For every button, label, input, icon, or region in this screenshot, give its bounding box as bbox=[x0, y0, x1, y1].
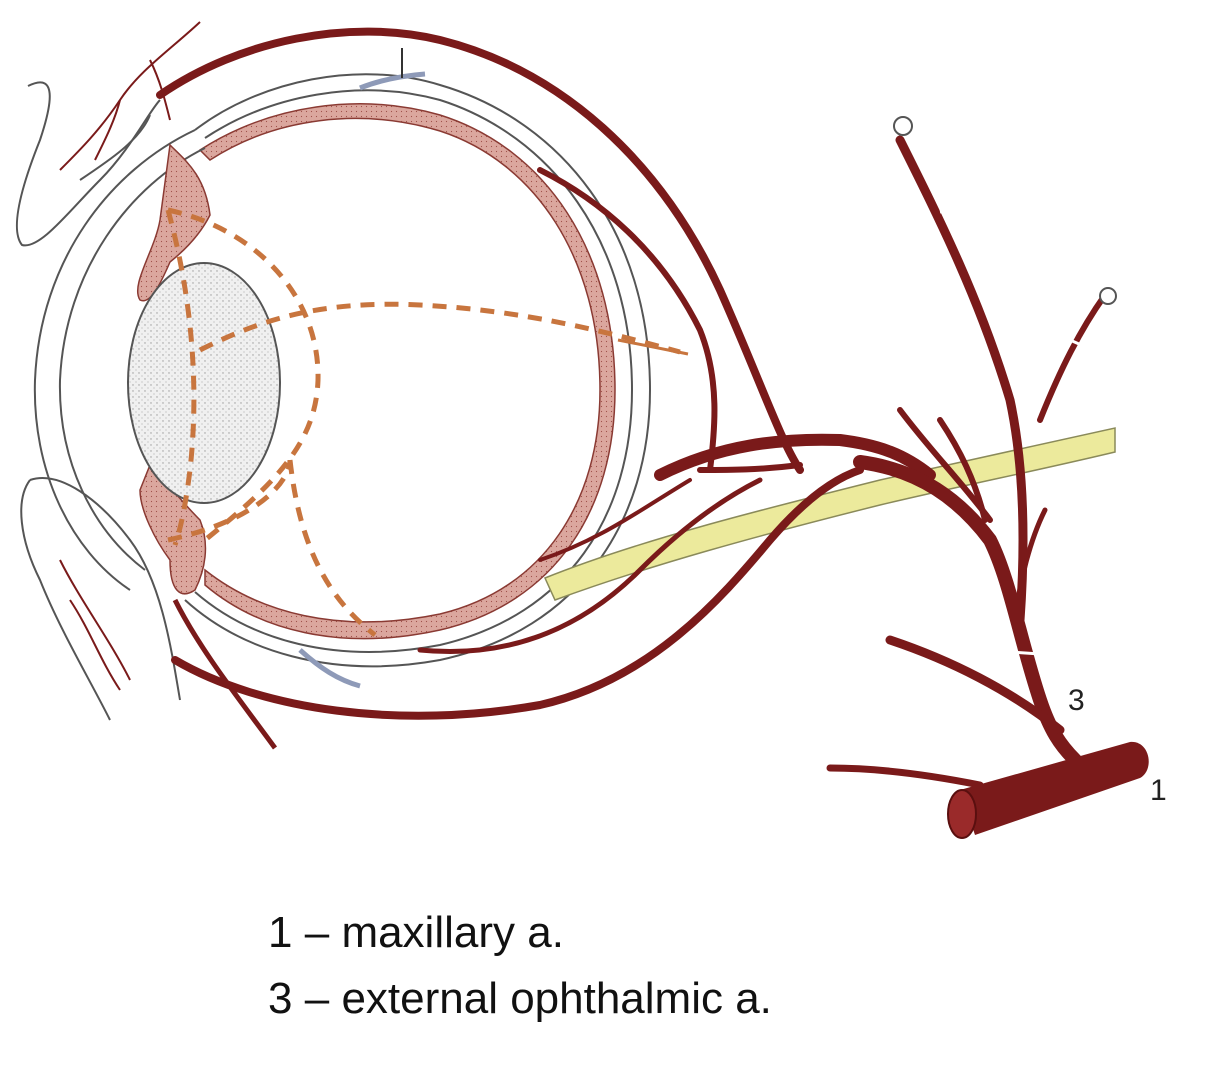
ciliary-arteries bbox=[156, 27, 936, 720]
upper-eyelid bbox=[15, 81, 161, 247]
lens bbox=[127, 262, 281, 504]
vortex-vein-upper bbox=[359, 71, 426, 91]
maxillary-artery bbox=[947, 741, 1149, 839]
legend-item-external-ophthalmic: 3 – external ophthalmic a. bbox=[268, 966, 772, 1032]
retina-pointer bbox=[617, 338, 689, 356]
legend-item-maxillary: 1 – maxillary a. bbox=[268, 900, 772, 966]
ligated-branch-top bbox=[893, 116, 913, 136]
dashed-optical-lines bbox=[165, 207, 681, 637]
legend-dash: – bbox=[304, 908, 330, 957]
cornea-inner bbox=[58, 147, 206, 571]
legend-text: maxillary a. bbox=[341, 908, 564, 957]
legend-dash: – bbox=[304, 974, 330, 1023]
eye-vascular-diagram: 3 1 bbox=[15, 21, 1167, 839]
legend-text: external ophthalmic a. bbox=[341, 974, 772, 1023]
vortex-vein-lower bbox=[298, 648, 361, 689]
vessel-ties bbox=[939, 206, 1089, 656]
legend: 1 – maxillary a. 3 – external ophthalmic… bbox=[268, 900, 772, 1032]
optic-nerve bbox=[543, 427, 1116, 601]
label-3: 3 bbox=[1068, 684, 1085, 717]
legend-number: 1 bbox=[268, 908, 293, 957]
external-ophthalmic-artery bbox=[826, 135, 1108, 789]
label-1: 1 bbox=[1150, 774, 1167, 807]
sclera-outer bbox=[184, 73, 652, 668]
cornea bbox=[33, 129, 196, 591]
choroid-retina-layer bbox=[198, 103, 616, 640]
lower-eyelid bbox=[20, 477, 181, 721]
ligated-branch-right bbox=[1099, 287, 1117, 305]
inferior-palpebral-artery bbox=[172, 598, 278, 750]
legend-number: 3 bbox=[268, 974, 293, 1023]
